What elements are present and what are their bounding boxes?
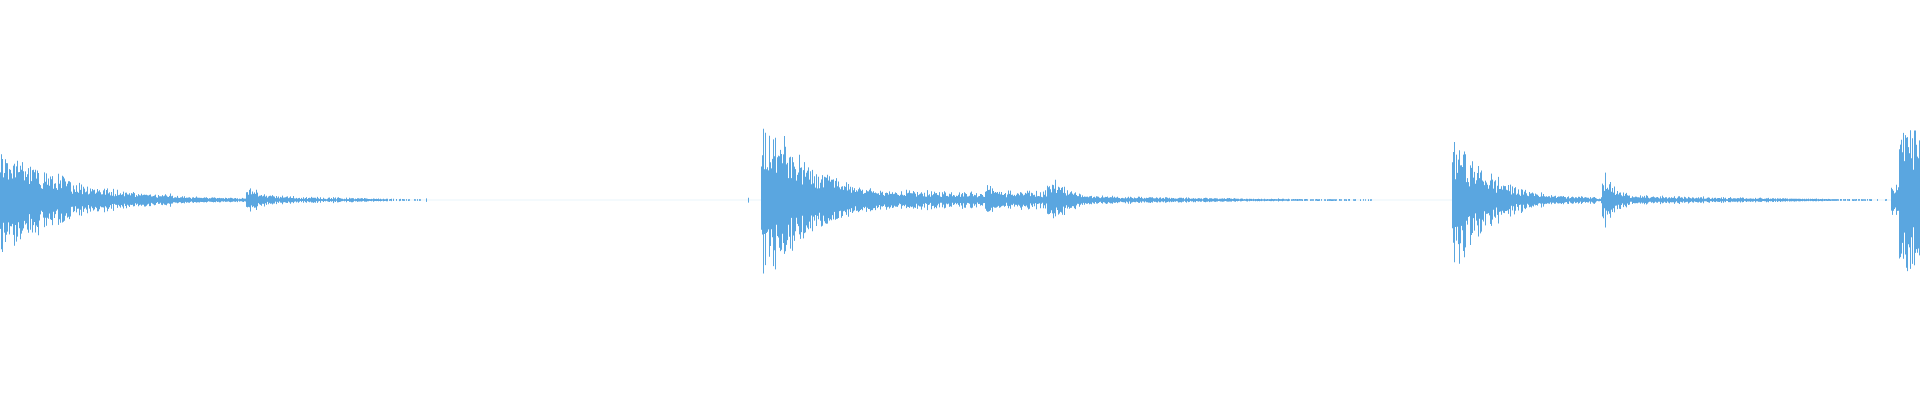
audio-waveform-view[interactable] — [0, 0, 1920, 400]
waveform-canvas[interactable] — [0, 0, 1920, 400]
